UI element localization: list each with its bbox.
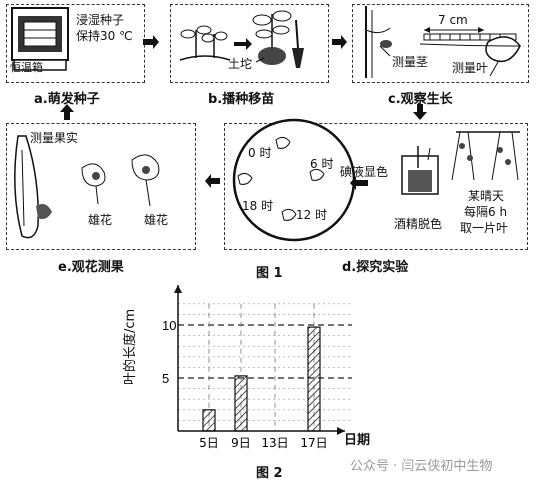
panel-d-note-2: 每隔6 h: [464, 205, 508, 219]
time-6-label: 6 时: [310, 157, 334, 171]
bar: [307, 326, 321, 432]
x-tick-label: 5日: [199, 436, 219, 450]
time-12-label: 12 时: [296, 208, 328, 222]
soil-label: 土坨: [228, 57, 253, 71]
alcohol-label: 酒精脱色: [394, 217, 443, 231]
panel-a-note-2: 保持30 ℃: [76, 29, 133, 43]
y-tick-label: 5: [162, 371, 169, 386]
panel-e-label: e.观花测果: [58, 260, 124, 275]
panel-d-label: d.探究实验: [342, 260, 409, 275]
bar: [202, 409, 216, 432]
panel-a-note-1: 浸湿种子: [76, 13, 125, 27]
x-axis-arrow: [337, 427, 345, 435]
male-flower-1-label: 雄花: [88, 213, 113, 227]
figure-1-caption: 图 1: [256, 266, 283, 281]
time-0-label: 0 时: [248, 146, 272, 160]
fruit-label: 测量果实: [30, 131, 79, 145]
chart-ylabel: 叶的长度/cm: [123, 308, 138, 385]
panel-b-label: b.播种移苗: [208, 92, 275, 107]
panel-a-label: a.萌发种子: [34, 92, 100, 107]
figure-2-caption: 图 2: [256, 466, 283, 481]
panel-d-note-1: 某晴天: [468, 189, 505, 203]
male-flower-2-label: 雄花: [144, 213, 169, 227]
incubator-label: 恒温箱: [10, 61, 43, 74]
chart-xlabel: 日期: [344, 433, 371, 448]
leaf-label: 测量叶: [452, 61, 489, 75]
iodine-label: 碘液显色: [340, 165, 389, 179]
time-18-label: 18 时: [242, 199, 274, 213]
y-tick-label: 10: [162, 318, 176, 333]
panel-d-note-3: 取一片叶: [460, 221, 509, 235]
watermark: 公众号 · 闫云侠初中生物: [350, 459, 493, 474]
stem-label: 测量茎: [392, 55, 429, 69]
y-axis-arrow: [174, 285, 182, 293]
bar: [234, 375, 248, 432]
x-tick-label: 17日: [300, 436, 327, 450]
x-tick-label: 13日: [261, 436, 288, 450]
x-tick-label: 9日: [231, 436, 251, 450]
panel-c-label: c.观察生长: [388, 92, 453, 107]
length-label: 7 cm: [438, 13, 468, 27]
